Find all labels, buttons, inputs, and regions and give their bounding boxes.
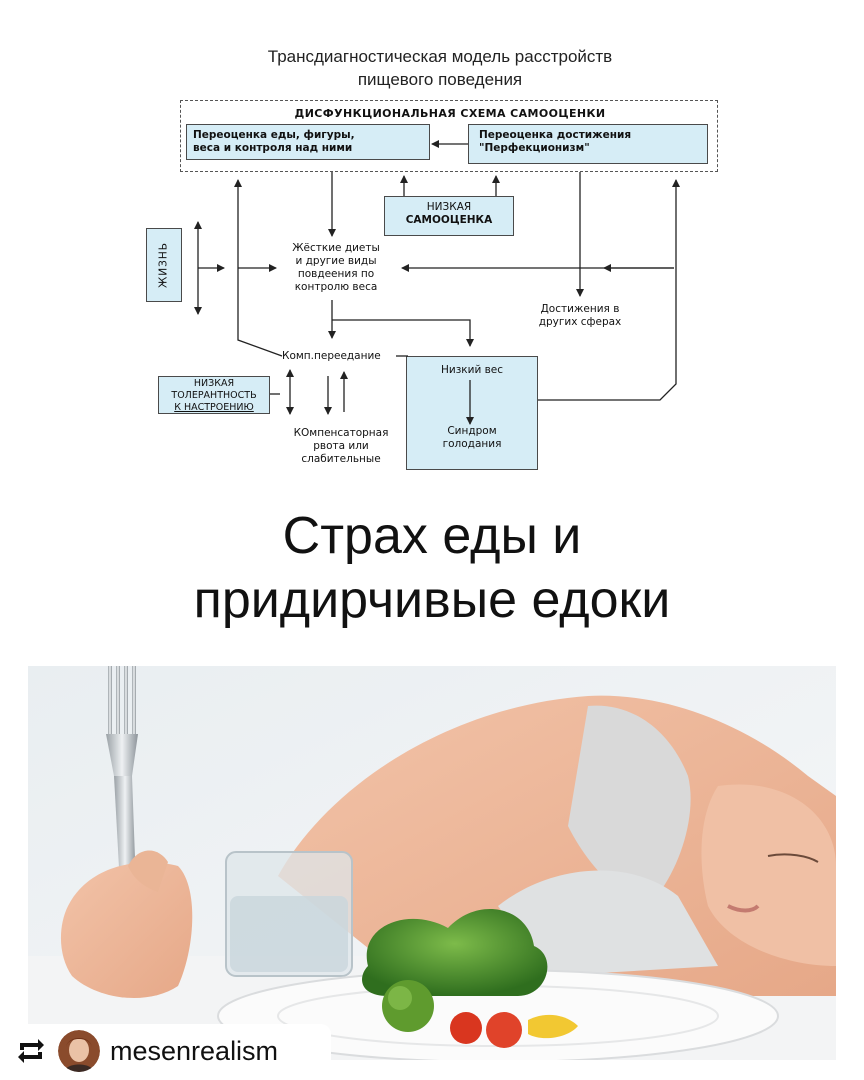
headline-line1: Страх еды и <box>282 507 582 565</box>
eating-disorder-diagram: Трансдиагностическая модель расстройств … <box>0 0 864 500</box>
overevaluation-achievement-line1: Переоценка достижения <box>479 129 632 141</box>
woman-face <box>701 784 836 966</box>
compensatory-line2: рвота или <box>313 440 369 452</box>
compensatory-line3: слабительные <box>301 453 381 465</box>
fork-tine-2 <box>116 666 120 736</box>
arrow-lowweight-to-schema <box>538 179 680 401</box>
lettuce <box>362 908 548 996</box>
username[interactable]: mesenrealism <box>110 1035 279 1066</box>
low-weight-box: Низкий вес Синдром голодания <box>406 356 538 470</box>
fork-tine-1 <box>108 666 112 736</box>
diagram-title-line1: Трансдиагностическая модель расстройств <box>267 47 613 66</box>
low-tolerance-line2: ТОЛЕРАНТНОСТЬ <box>171 390 257 401</box>
low-self-esteem-line2: САМООЦЕНКА <box>405 214 493 226</box>
avatar[interactable] <box>58 1030 100 1072</box>
broccoli-floret <box>388 986 412 1010</box>
overevaluation-food-box: Переоценка еды, фигуры, веса и контроля … <box>186 124 430 160</box>
overevaluation-achievement-line2: "Перфекционизм" <box>479 142 590 154</box>
strict-diets-line2: и другие виды <box>295 255 377 267</box>
low-mood-tolerance-box: НИЗКАЯ ТОЛЕРАНТНОСТЬ К НАСТРОЕНИЮ <box>158 376 270 414</box>
fork-tine-3 <box>124 666 128 736</box>
woman-with-salad-photo <box>28 666 836 1060</box>
low-self-esteem-box: НИЗКАЯ САМООЦЕНКА <box>384 196 514 236</box>
tomato-1 <box>450 1012 482 1044</box>
arrow-diets-to-lowweight <box>332 319 474 347</box>
photo-illustration <box>28 666 836 1060</box>
compensatory-overeating-label: Комп.переедание <box>282 350 381 362</box>
woman-eye-closed <box>767 853 819 863</box>
woman-lips <box>727 904 760 913</box>
overevaluation-food-line1: Переоценка еды, фигуры, <box>193 129 355 141</box>
starvation-line1: Синдром <box>447 425 497 437</box>
strict-diets-line4: контролю веса <box>294 281 378 293</box>
low-tolerance-line1: НИЗКАЯ <box>193 378 235 389</box>
arrow-overeating-to-schema <box>234 179 283 357</box>
overevaluation-food-line2: веса и контроля над ними <box>193 142 353 154</box>
dysfunctional-schema-frame <box>180 100 718 172</box>
thumb <box>128 850 168 892</box>
repost-icon[interactable] <box>14 1034 48 1068</box>
overevaluation-achievement-box: Переоценка достижения "Перфекционизм" <box>468 124 708 164</box>
low-self-esteem-line1: НИЗКАЯ <box>426 201 472 213</box>
compensatory-vomiting-label: КОмпенсаторная рвота или слабительные <box>274 427 408 466</box>
low-tolerance-line3: К НАСТРОЕНИЮ <box>174 402 254 413</box>
diagram-connectors <box>194 140 680 425</box>
fork-tine-4 <box>132 666 136 736</box>
low-weight-label: Низкий вес <box>440 364 504 376</box>
achievements-label: Достижения в других сферах <box>520 303 640 329</box>
tank-top <box>568 705 691 906</box>
strict-diets-label: Жёсткие диеты и другие виды повдеения по… <box>266 242 406 294</box>
tank-top-front <box>498 870 718 976</box>
yellow-pepper <box>528 1014 578 1039</box>
water <box>230 896 348 972</box>
achievements-line1: Достижения в <box>540 303 620 315</box>
diagram-title-line2: пищевого поведения <box>357 70 523 89</box>
strict-diets-line1: Жёсткие диеты <box>292 242 380 254</box>
tomato-2 <box>486 1012 522 1048</box>
fork-neck <box>106 734 138 776</box>
compensatory-line1: КОмпенсаторная <box>293 427 389 439</box>
schema-title: ДИСФУНКЦИОНАЛЬНАЯ СХЕМА САМООЦЕНКИ <box>294 107 606 120</box>
achievements-line2: других сферах <box>538 316 622 328</box>
headline-line2: придирчивые едоки <box>193 571 671 629</box>
hand <box>60 862 193 999</box>
repost-bar[interactable]: mesenrealism <box>6 1024 331 1078</box>
life-box: ЖИЗНЬ <box>146 228 182 302</box>
fork-handle <box>114 776 136 886</box>
strict-diets-line3: повдеения по <box>297 268 375 280</box>
headline: Страх еды и придирчивые едоки <box>0 500 864 650</box>
starvation-line2: голодания <box>442 438 502 450</box>
